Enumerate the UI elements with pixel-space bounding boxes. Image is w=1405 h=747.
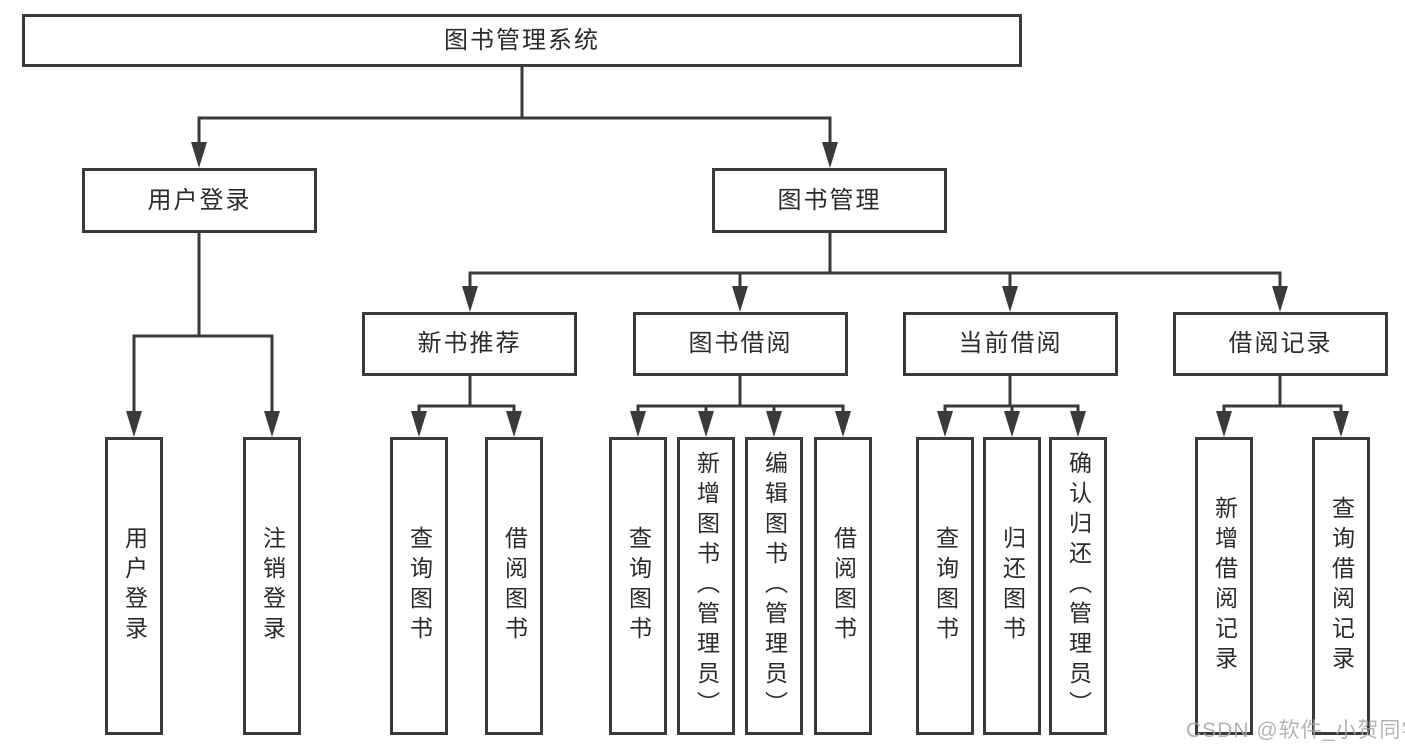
node-user-login: 用户登录 <box>82 168 317 233</box>
leaf-query-books-2: 查询图书 <box>609 437 667 735</box>
node-label: 新增借阅记录 <box>1211 496 1238 676</box>
node-label: 确认归还（管理员） <box>1065 451 1092 721</box>
csdn-watermark: CSDN @软件_小贺同学 <box>1186 719 1405 742</box>
node-label: 用户登录 <box>121 526 148 646</box>
node-label: 图书管理系统 <box>444 26 600 54</box>
node-label: 注销登录 <box>259 526 286 646</box>
node-label: 用户登录 <box>147 186 252 214</box>
leaf-logout: 注销登录 <box>243 437 301 735</box>
leaf-query-borrow-record: 查询借阅记录 <box>1312 437 1370 735</box>
leaf-borrow-books-1: 借阅图书 <box>485 437 543 735</box>
node-label: 查询图书 <box>625 526 652 646</box>
leaf-query-books-3: 查询图书 <box>916 437 974 735</box>
node-label: 新增图书（管理员） <box>693 451 720 721</box>
node-label: 查询借阅记录 <box>1328 496 1355 676</box>
node-label: 借阅图书 <box>830 526 857 646</box>
leaf-confirm-return-admin: 确认归还（管理员） <box>1049 437 1107 735</box>
node-borrowing-records: 借阅记录 <box>1173 312 1388 376</box>
node-label: 归还图书 <box>999 526 1026 646</box>
node-label: 新书推荐 <box>417 330 522 357</box>
node-library-management-system: 图书管理系统 <box>22 14 1022 67</box>
node-current-borrowing: 当前借阅 <box>903 312 1118 376</box>
leaf-return-books: 归还图书 <box>983 437 1041 735</box>
node-label: 查询图书 <box>406 526 433 646</box>
leaf-add-books-admin: 新增图书（管理员） <box>677 437 735 735</box>
leaf-user-login: 用户登录 <box>105 437 163 735</box>
node-label: 借阅记录 <box>1228 330 1333 357</box>
arrowheads <box>126 142 1349 437</box>
leaf-query-books-1: 查询图书 <box>390 437 448 735</box>
node-book-borrowing: 图书借阅 <box>633 312 848 376</box>
leaf-edit-books-admin: 编辑图书（管理员） <box>745 437 803 735</box>
node-label: 图书管理 <box>777 186 882 214</box>
node-label: 当前借阅 <box>958 330 1063 357</box>
node-label: 借阅图书 <box>501 526 528 646</box>
node-book-management: 图书管理 <box>712 168 947 233</box>
node-label: 编辑图书（管理员） <box>761 451 788 721</box>
node-new-book-recommend: 新书推荐 <box>362 312 577 376</box>
leaf-borrow-books-2: 借阅图书 <box>814 437 872 735</box>
node-label: 图书借阅 <box>688 330 793 357</box>
leaf-add-borrow-record: 新增借阅记录 <box>1195 437 1253 735</box>
node-label: 查询图书 <box>932 526 959 646</box>
